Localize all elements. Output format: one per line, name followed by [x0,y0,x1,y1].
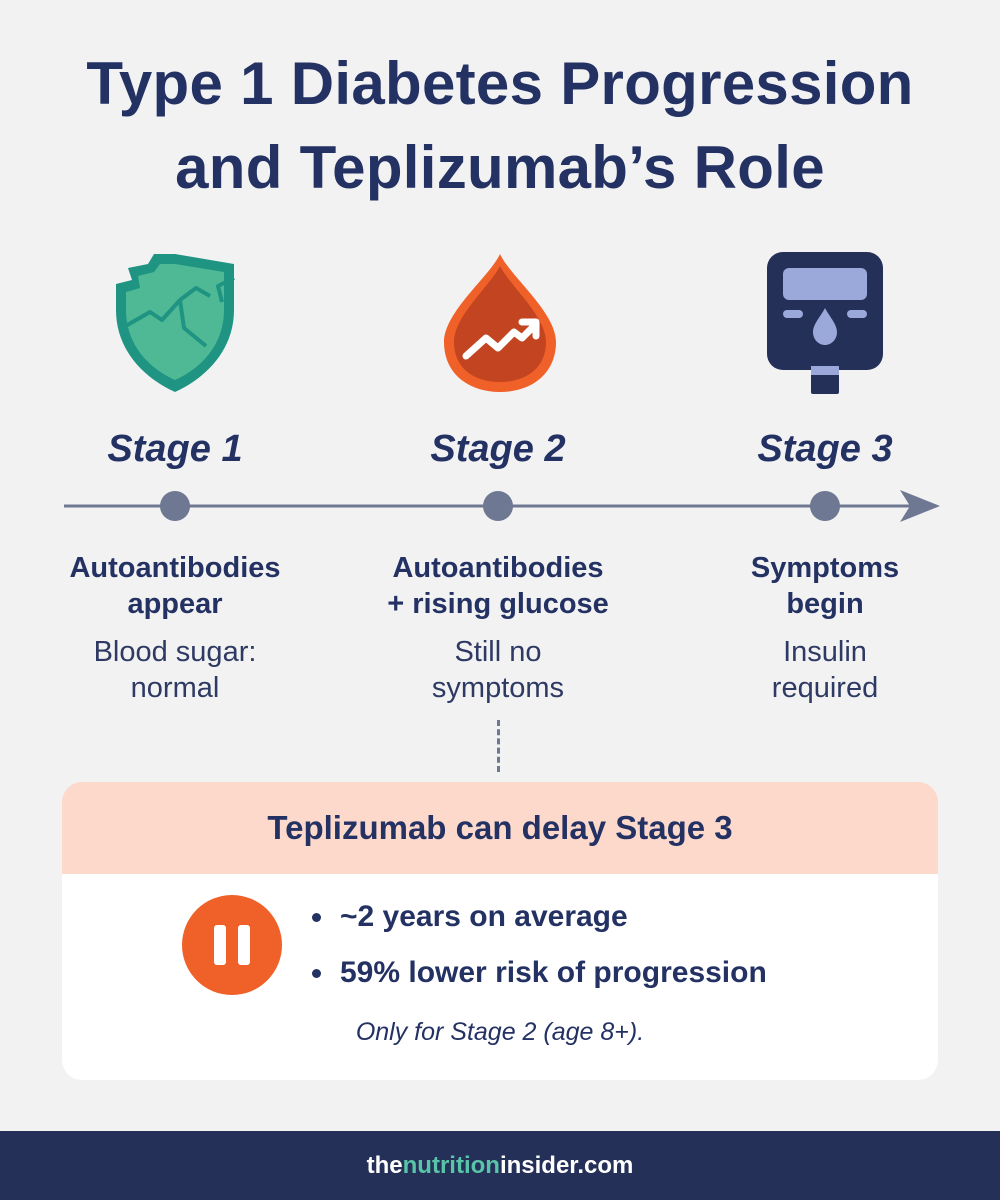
card-heading: Teplizumab can delay Stage 3 [62,782,938,874]
page-title: Type 1 Diabetes Progression and Teplizum… [0,42,1000,210]
stage-1-marker [160,491,190,521]
stage-2-label: Stage 2 [430,428,566,470]
stage-2-marker [483,491,513,521]
stage-1-detail: Blood sugar:normal [93,636,257,704]
stage-3-label: Stage 3 [757,428,893,470]
stage-3-marker [810,491,840,521]
card-note: Only for Stage 2 (age 8+). [355,1018,645,1046]
blood-drop-rising-icon [444,254,556,392]
timeline-arrowhead [900,490,940,522]
card-bullet-1: ~2 years on average [312,895,767,951]
brand-accent: nutrition [402,1151,500,1179]
title-line-2: and Teplizumab’s Role [175,134,825,201]
pause-icon [182,895,282,995]
teplizumab-card: Teplizumab can delay Stage 3 ~2 years on… [62,782,938,1080]
title-line-1: Type 1 Diabetes Progression [86,50,914,117]
glucose-meter-icon [767,252,883,394]
stage-1-label: Stage 1 [107,428,243,470]
brand-suffix: insider.com [499,1151,634,1179]
card-bullets: ~2 years on average 59% lower risk of pr… [312,895,767,1007]
brand-prefix: the [366,1151,403,1179]
stage-2-connector [497,720,500,772]
stage-2-heading: Autoantibodies+ rising glucose [387,552,609,620]
card-bullet-2: 59% lower risk of progression [312,951,767,1007]
cracked-shield-icon [116,254,235,392]
